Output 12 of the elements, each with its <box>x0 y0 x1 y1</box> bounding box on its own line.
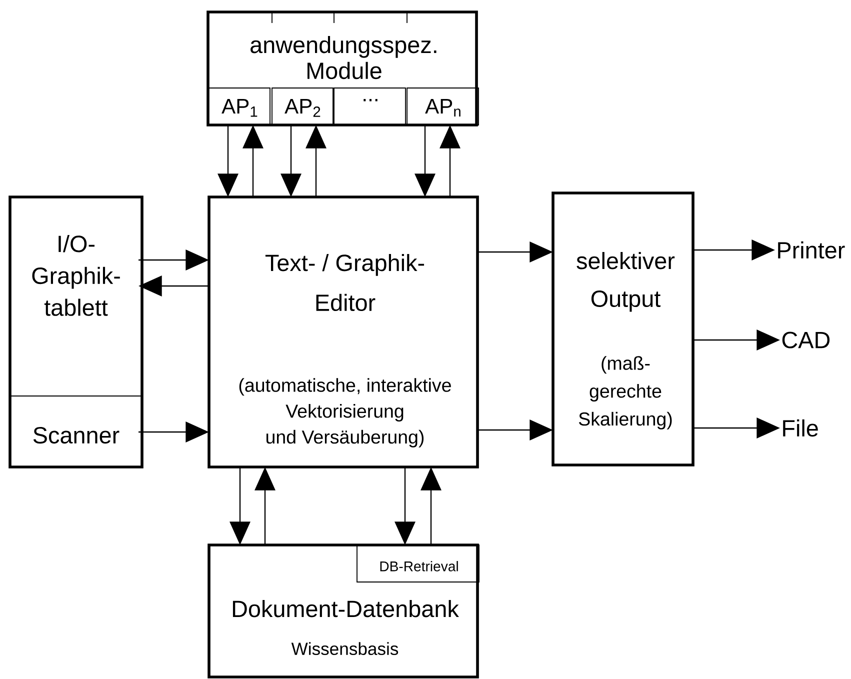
output-box: selektiver Output (maß- gerechte Skalierung) <box>552 192 694 466</box>
device-section: I/O- Graphik- tablett <box>32 235 120 316</box>
output-target-label: Printer <box>778 241 845 259</box>
output-target-label: CAD <box>782 332 830 348</box>
module-cell: ... <box>334 88 406 126</box>
device-section: Scanner <box>33 427 120 444</box>
editor-box: Text- / Graphik- Editor (automatische, interaktive Vektorisierung und Versäuberung) <box>208 196 479 468</box>
retrieval-box: DB-Retrieval <box>356 544 480 582</box>
module-cell: AP$_{2}$ <box>272 88 334 126</box>
output-target-label: File <box>783 419 818 437</box>
module-cell: AP$_{1}$ <box>208 88 270 126</box>
module-cell: AP$_{n}$ <box>406 88 479 126</box>
